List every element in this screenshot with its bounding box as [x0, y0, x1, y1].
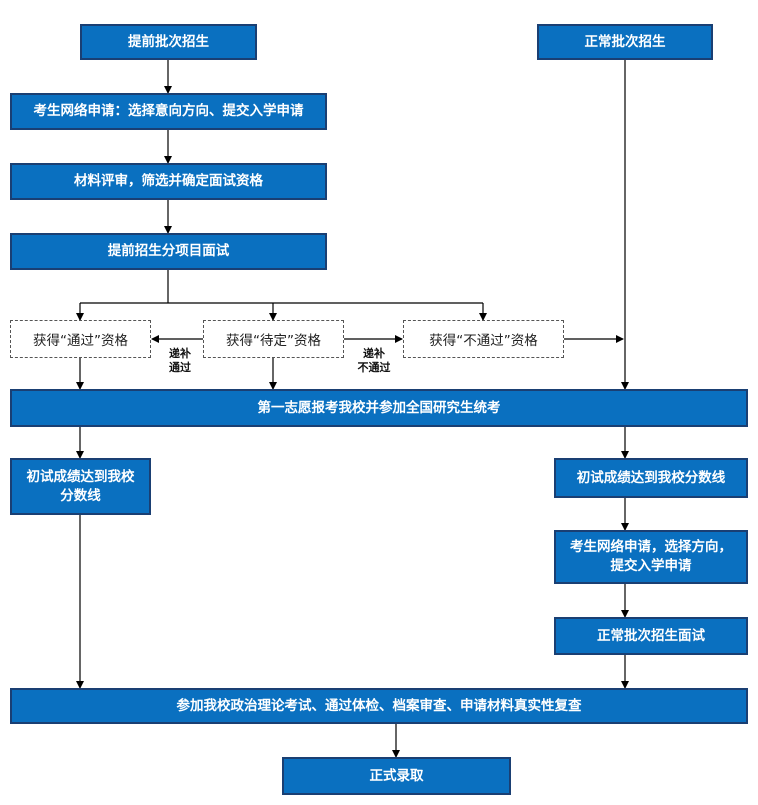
online-apply2-box: 考生网络申请，选择方向， 提交入学申请: [554, 530, 748, 584]
edge-label-backfill-pass: 递补 通过: [160, 347, 200, 375]
early-admission-box: 提前批次招生: [80, 24, 257, 60]
online-apply-label: 考生网络申请：选择意向方向、提交入学申请: [33, 103, 304, 119]
regular-admission-box: 正常批次招生: [537, 24, 713, 60]
final-checks-label: 参加我校政治理论考试、通过体检、档案审查、申请材料真实性复查: [176, 697, 582, 714]
status-pass-box: 获得“通过”资格: [10, 320, 151, 358]
status-fail-box: 获得“不通过”资格: [403, 320, 564, 358]
online-apply-box: 考生网络申请：选择意向方向、提交入学申请: [10, 93, 327, 130]
formal-admission-box: 正式录取: [282, 757, 511, 795]
regular-interview-label: 正常批次招生面试: [597, 627, 705, 644]
edge-label-backfill-fail: 递补 不通过: [349, 347, 399, 375]
status-pass-label: 获得“通过”资格: [33, 333, 128, 349]
edge-label-backfill-pass-line2: 通过: [169, 361, 191, 374]
score-right-box: 初试成绩达到我校分数线: [554, 458, 748, 498]
early-admission-label: 提前批次招生: [128, 33, 209, 50]
material-review-label: 材料评审，筛选并确定面试资格: [74, 173, 263, 189]
edge-label-backfill-pass-line1: 递补: [169, 347, 191, 360]
online-apply2-line2: 提交入学申请: [610, 558, 692, 574]
first-choice-exam-box: 第一志愿报考我校并参加全国研究生统考: [10, 389, 748, 427]
score-right-label: 初试成绩达到我校分数线: [576, 469, 726, 486]
formal-admission-label: 正式录取: [369, 767, 424, 784]
regular-interview-box: 正常批次招生面试: [554, 617, 748, 655]
early-interview-box: 提前招生分项目面试: [10, 233, 327, 270]
final-checks-box: 参加我校政治理论考试、通过体检、档案审查、申请材料真实性复查: [10, 688, 748, 724]
status-pending-label: 获得“待定”资格: [226, 333, 321, 349]
online-apply2-line1: 考生网络申请，选择方向，: [570, 539, 732, 555]
score-left-box: 初试成绩达到我校 分数线: [10, 458, 151, 515]
material-review-box: 材料评审，筛选并确定面试资格: [10, 163, 327, 200]
first-choice-exam-label: 第一志愿报考我校并参加全国研究生统考: [257, 399, 501, 416]
regular-admission-label: 正常批次招生: [584, 33, 666, 50]
early-interview-label: 提前招生分项目面试: [107, 243, 230, 259]
edge-label-backfill-fail-line1: 递补: [363, 347, 385, 360]
score-left-line1: 初试成绩达到我校: [26, 468, 135, 485]
score-left-line2: 分数线: [60, 487, 101, 504]
edge-label-backfill-fail-line2: 不通过: [357, 361, 391, 374]
status-pending-box: 获得“待定”资格: [203, 320, 344, 358]
status-fail-label: 获得“不通过”资格: [429, 333, 538, 349]
